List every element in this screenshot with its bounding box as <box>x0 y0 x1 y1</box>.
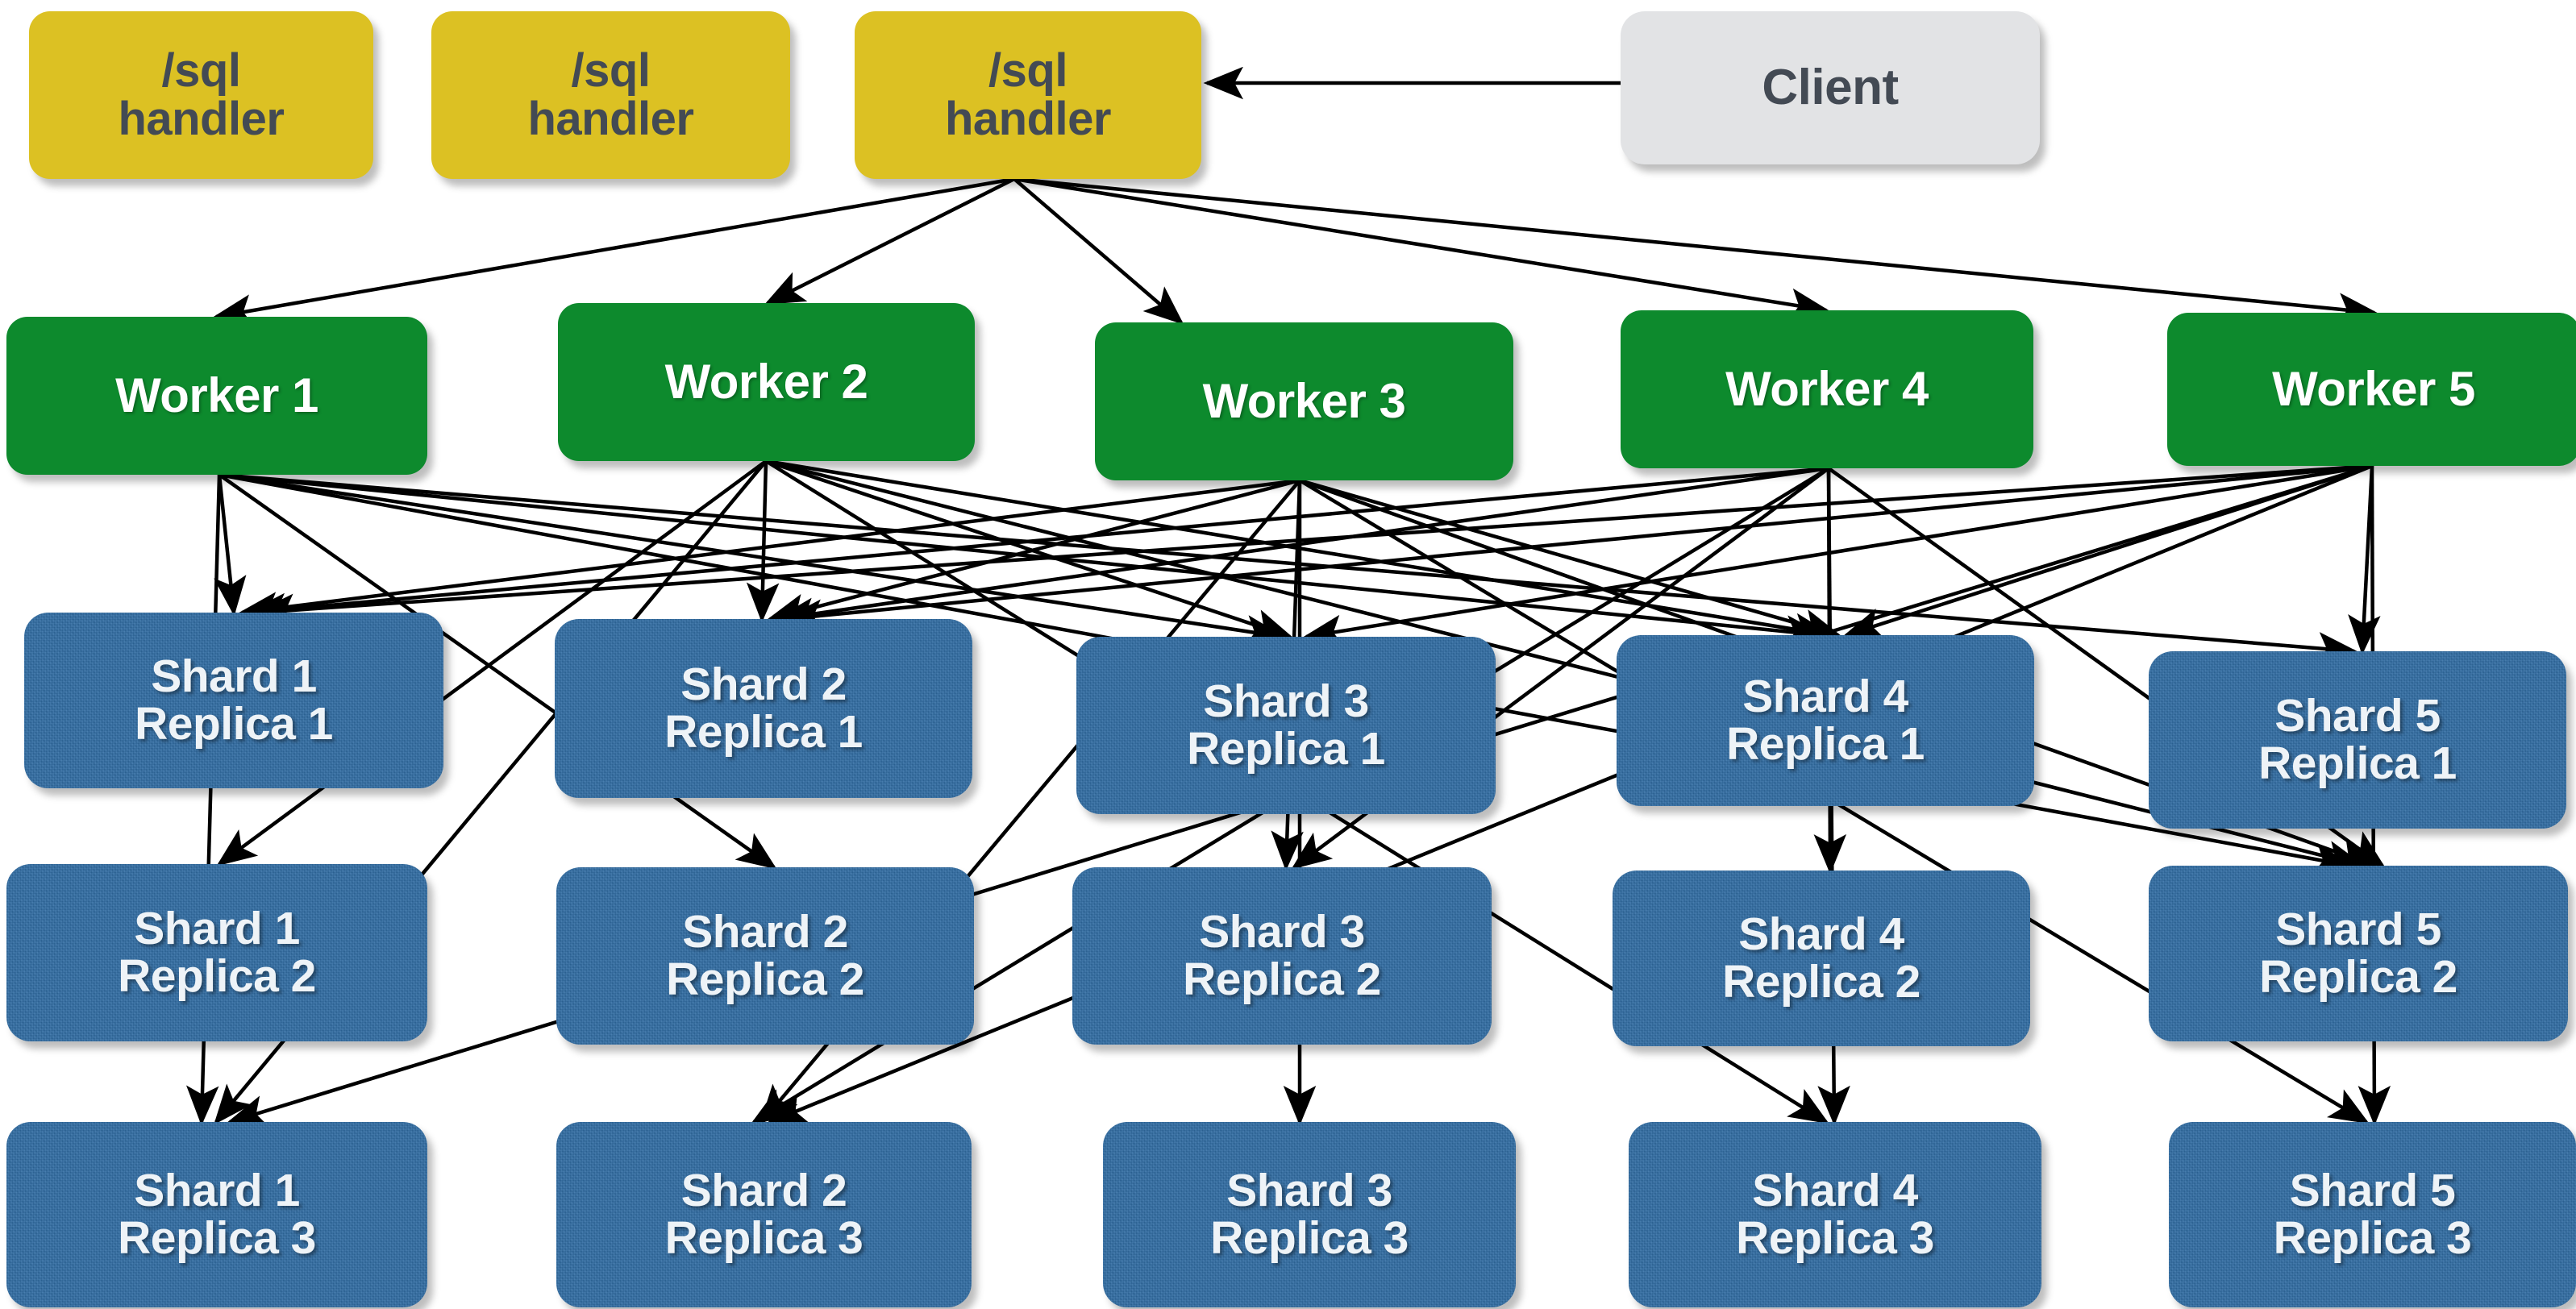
shard-node-s2r1[interactable]: Shard 2 Replica 1 <box>555 619 972 798</box>
edge-worker-1-to-s5r1 <box>218 472 2358 665</box>
edge-worker-4-to-s2r1 <box>774 466 1829 630</box>
shard-node-s3r3[interactable]: Shard 3 Replica 3 <box>1103 1122 1516 1307</box>
shard-node-s3r1[interactable]: Shard 3 Replica 1 <box>1076 637 1496 814</box>
edge-worker-1-to-s1r1 <box>214 474 247 617</box>
edge-worker-2-to-s3r1 <box>765 459 1294 641</box>
shard-node-s2r3[interactable]: Shard 2 Replica 3 <box>556 1122 972 1307</box>
shard-node-s4r2[interactable]: Shard 4 Replica 2 <box>1613 871 2030 1046</box>
edge-worker-2-to-s5r2 <box>765 459 2366 873</box>
sql-handler-node-3[interactable]: /sql handler <box>855 11 1201 179</box>
worker-node-1[interactable]: Worker 1 <box>6 317 427 475</box>
edge-worker-2-to-s2r1 <box>746 460 780 623</box>
worker-node-4[interactable]: Worker 4 <box>1621 310 2033 468</box>
edge-worker-5-to-s3r1 <box>1302 463 2373 647</box>
shard-node-s3r2[interactable]: Shard 3 Replica 2 <box>1072 867 1492 1045</box>
edge-worker-3-to-s1r1 <box>238 478 1300 625</box>
client-node[interactable]: Client <box>1621 11 2040 164</box>
worker-node-2[interactable]: Worker 2 <box>558 303 975 461</box>
shard-node-s1r3[interactable]: Shard 1 Replica 3 <box>6 1122 427 1307</box>
shard-node-s4r1[interactable]: Shard 4 Replica 1 <box>1617 635 2034 806</box>
edge-worker-3-to-s4r1 <box>1299 478 1842 642</box>
edge-worker-2-to-s4r1 <box>765 459 1834 646</box>
sql-handler-node-2[interactable]: /sql handler <box>431 11 790 179</box>
shard-node-s4r3[interactable]: Shard 4 Replica 3 <box>1629 1122 2041 1307</box>
edge-worker-5-to-s5r1 <box>2348 465 2381 655</box>
edge-handler-3-to-worker-1 <box>212 177 1015 327</box>
shard-node-s1r2[interactable]: Shard 1 Replica 2 <box>6 864 427 1041</box>
edge-worker-1-to-s4r1 <box>218 472 1826 648</box>
edge-handler-3-to-worker-3 <box>1013 177 1184 325</box>
edge-worker-5-to-s1r1 <box>254 463 2373 627</box>
edge-worker-5-to-s2r3 <box>766 463 2373 1124</box>
worker-node-3[interactable]: Worker 3 <box>1095 322 1513 480</box>
shard-node-s5r1[interactable]: Shard 5 Replica 1 <box>2149 651 2566 829</box>
edge-handler-3-to-worker-4 <box>1013 177 1830 321</box>
shard-node-s5r3[interactable]: Shard 5 Replica 3 <box>2169 1122 2576 1307</box>
shard-node-s1r1[interactable]: Shard 1 Replica 1 <box>24 613 443 788</box>
shard-node-s5r2[interactable]: Shard 5 Replica 2 <box>2149 866 2568 1041</box>
sql-handler-node-1[interactable]: /sql handler <box>29 11 373 179</box>
edge-worker-5-to-s2r1 <box>782 463 2373 632</box>
edge-worker-5-to-s4r1 <box>1842 463 2373 640</box>
edge-handler-3-to-worker-5 <box>1013 177 2378 326</box>
worker-node-5[interactable]: Worker 5 <box>2167 313 2576 466</box>
shard-node-s2r2[interactable]: Shard 2 Replica 2 <box>556 867 974 1045</box>
edge-handler-3-to-worker-2 <box>764 177 1016 305</box>
edge-worker-3-to-s2r1 <box>766 478 1300 626</box>
edge-worker-4-to-s1r1 <box>246 466 1829 626</box>
